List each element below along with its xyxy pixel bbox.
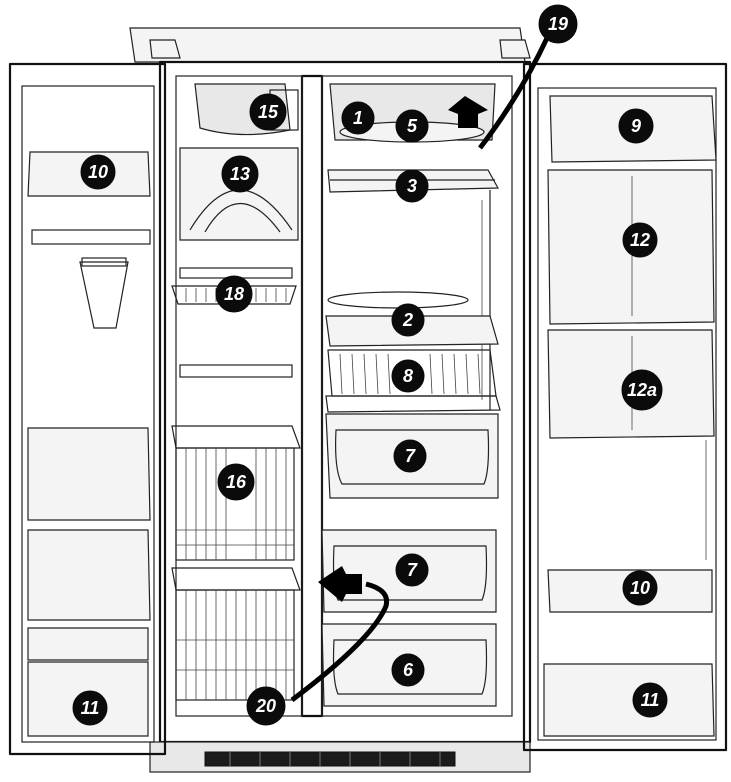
crisper-cover-dome <box>327 291 469 309</box>
dispenser-paddle <box>79 261 129 329</box>
callout-16: 16 <box>217 463 255 501</box>
freezer-door-bin-3 <box>27 529 151 621</box>
freezer-door-bin-2 <box>27 427 151 521</box>
callout-11-left: 11 <box>72 690 108 726</box>
svg-text:13: 13 <box>230 164 250 184</box>
svg-text:2: 2 <box>402 310 413 330</box>
callout-10-left: 10 <box>80 154 116 190</box>
arrow-20 <box>290 566 390 702</box>
svg-text:11: 11 <box>81 698 100 718</box>
svg-text:8: 8 <box>403 366 413 386</box>
ice-maker-housing <box>179 147 299 241</box>
callout-10-right: 10 <box>622 570 658 606</box>
freezer-door-ledge <box>31 229 151 245</box>
door-bin-11 <box>543 663 715 737</box>
svg-text:5: 5 <box>407 116 418 136</box>
svg-text:19: 19 <box>548 14 568 34</box>
freezer-liner <box>175 75 303 717</box>
callout-6: 6 <box>391 653 425 687</box>
svg-text:20: 20 <box>255 696 276 716</box>
callout-12a: 12a <box>621 369 663 411</box>
dispenser-chute <box>81 257 127 267</box>
top-hinge-left <box>149 39 181 59</box>
freezer-basket-upper <box>171 425 301 561</box>
freezer-basket-lower <box>171 567 301 701</box>
svg-text:10: 10 <box>88 162 108 182</box>
callout-7-lower: 7 <box>395 553 429 587</box>
callout-1: 1 <box>341 101 375 135</box>
callout-7-upper: 7 <box>393 439 427 473</box>
callout-13: 13 <box>221 155 259 193</box>
callout-19: 19 <box>538 4 578 44</box>
svg-text:16: 16 <box>226 472 247 492</box>
cabinet <box>129 27 532 773</box>
callout-20: 20 <box>246 686 286 726</box>
fresh-food-door <box>522 62 728 752</box>
callout-9: 9 <box>618 108 654 144</box>
svg-text:7: 7 <box>405 446 416 466</box>
svg-text:9: 9 <box>631 116 641 136</box>
freezer-door-liner <box>21 85 155 743</box>
svg-text:15: 15 <box>258 102 279 122</box>
freezer-shelf-lip <box>179 364 293 378</box>
arrow-19 <box>448 34 551 150</box>
center-mullion <box>300 74 324 718</box>
svg-text:11: 11 <box>641 690 660 710</box>
callout-2: 2 <box>391 303 425 337</box>
fresh-food-liner <box>321 75 513 717</box>
freezer-door <box>8 62 167 756</box>
callout-18: 18 <box>215 275 253 313</box>
svg-text:6: 6 <box>403 660 414 680</box>
callout-8: 8 <box>391 359 425 393</box>
callout-11-right: 11 <box>632 682 668 718</box>
svg-text:3: 3 <box>407 176 417 196</box>
cabinet-top <box>129 27 526 63</box>
ice-maker-arc-inner <box>204 203 281 233</box>
freezer-door-outer <box>8 62 167 756</box>
svg-text:12: 12 <box>630 230 650 250</box>
callout-3: 3 <box>395 169 429 203</box>
fresh-food-wire-basket <box>325 349 501 413</box>
svg-text:1: 1 <box>353 108 363 128</box>
top-hinge-right <box>499 39 531 59</box>
svg-text:12a: 12a <box>627 380 657 400</box>
callout-5: 5 <box>395 109 429 143</box>
callout-15: 15 <box>249 93 287 131</box>
svg-text:10: 10 <box>630 578 650 598</box>
fresh-food-door-outer <box>522 62 728 752</box>
freezer-door-bin-4 <box>27 627 149 661</box>
base-grille <box>204 751 456 767</box>
callout-12: 12 <box>622 222 658 258</box>
svg-text:18: 18 <box>224 284 244 304</box>
svg-text:7: 7 <box>407 560 418 580</box>
fresh-food-door-liner <box>537 87 717 741</box>
grille-slots <box>229 752 441 766</box>
